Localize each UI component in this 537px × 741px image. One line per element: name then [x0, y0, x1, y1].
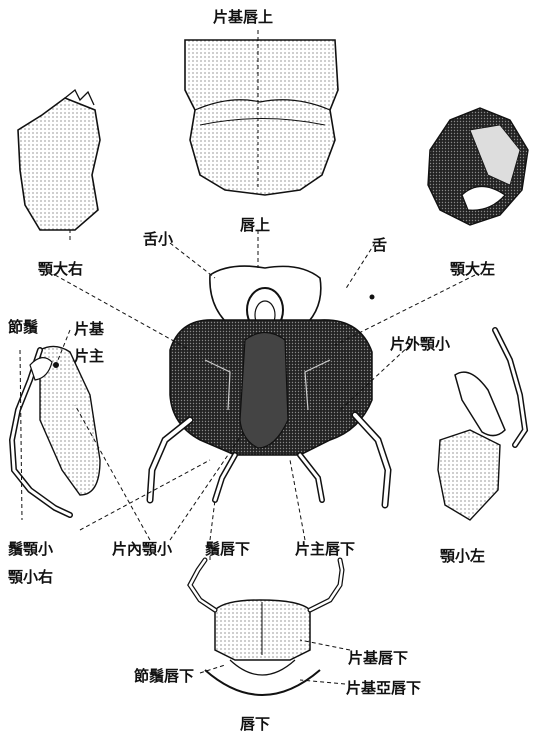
label-upper-lip: 唇上	[240, 214, 270, 235]
label-upper-lip-base: 片基唇上	[213, 6, 273, 27]
upper-lip-drawing	[185, 40, 338, 195]
label-small-tongue: 舌小	[143, 228, 173, 249]
label-lower-lip-palp: 鬚唇下	[205, 538, 250, 559]
label-lower-lip-main: 片主唇下	[295, 538, 355, 559]
left-maxilla-drawing	[438, 330, 525, 520]
label-right-maxilla: 顎小右	[8, 566, 53, 587]
label-palp-segment: 節鬚	[8, 316, 38, 337]
lower-lip-drawing	[190, 560, 342, 695]
label-lower-lip-palp-segment: 節鬚唇下	[134, 665, 194, 686]
label-main-piece: 片主	[74, 345, 104, 366]
label-maxilla-palp: 鬚顎小	[8, 538, 53, 559]
label-base-piece: 片基	[74, 318, 104, 339]
label-left-maxilla: 顎小左	[440, 545, 485, 566]
left-mandible-drawing	[428, 108, 528, 225]
label-lower-lip-base: 片基唇下	[348, 647, 408, 668]
right-mandible-drawing	[18, 90, 100, 230]
right-maxilla-drawing	[12, 346, 100, 515]
label-lower-lip-sub-base: 片基亞唇下	[346, 677, 421, 698]
label-left-mandible: 顎大左	[450, 258, 495, 279]
label-tongue: 舌	[372, 234, 387, 255]
label-inner-piece-maxilla: 片內顎小	[112, 538, 172, 559]
label-lower-lip: 唇下	[240, 713, 270, 734]
label-outer-piece-maxilla: 片外顎小	[390, 333, 450, 354]
central-mouthparts-drawing	[150, 266, 388, 505]
label-right-mandible: 顎大右	[38, 258, 83, 279]
